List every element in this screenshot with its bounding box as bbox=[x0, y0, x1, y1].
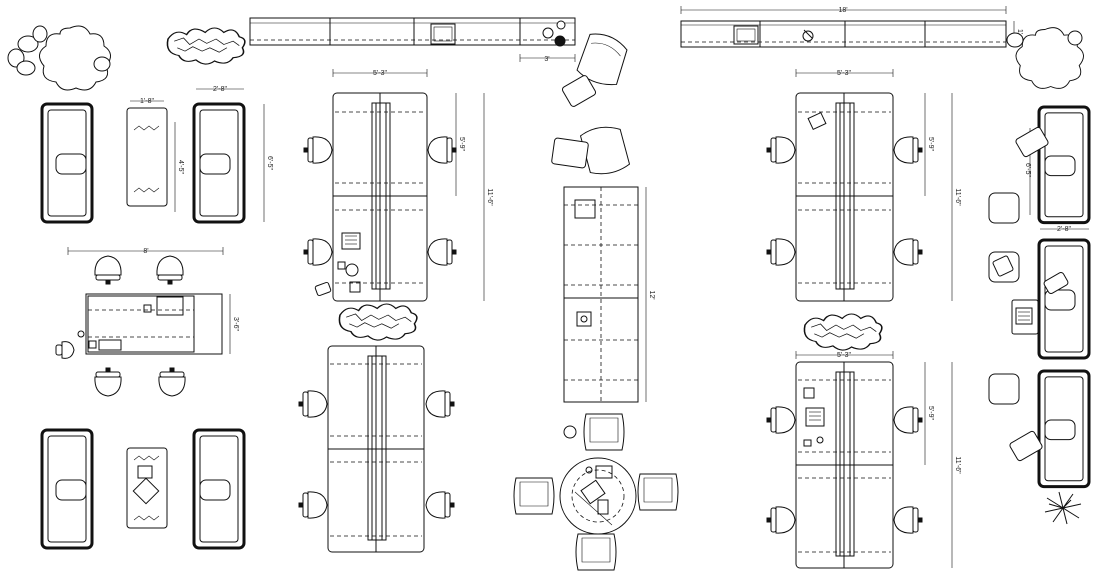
sofa-icon bbox=[1037, 369, 1091, 489]
desk-cluster-b bbox=[298, 345, 455, 553]
sofa-icon bbox=[40, 428, 94, 550]
dim-right-sofa-width: 2'-8" bbox=[1057, 226, 1071, 233]
chair-icon bbox=[303, 136, 333, 164]
round-table bbox=[513, 413, 679, 571]
dim-sofa-width: 2'-8" bbox=[213, 86, 227, 93]
tree-plant-icon bbox=[1006, 27, 1084, 89]
tree-plant-icon bbox=[7, 25, 112, 91]
dim-desk-b-pair: 5'-9" bbox=[927, 137, 934, 151]
desk-cluster-c: 5'-3" 5'-9" 11'-6" bbox=[766, 69, 961, 302]
dim-long-table-length: 12' bbox=[648, 290, 655, 299]
chair-icon bbox=[427, 136, 457, 164]
dim-right-sofa-length: 6'-5" bbox=[1024, 163, 1031, 177]
chair-icon bbox=[94, 367, 122, 397]
ottoman bbox=[561, 75, 597, 107]
coffee-table bbox=[126, 447, 168, 529]
desk-cluster-d: 5'-3" 5'-9" 11'-6" bbox=[766, 351, 961, 569]
dim-top-counter-left: 3' bbox=[544, 56, 549, 63]
planter-icon bbox=[338, 303, 418, 341]
dim-desk-a-width: 5'-3" bbox=[373, 70, 387, 77]
chair-icon bbox=[158, 367, 186, 397]
chair-icon bbox=[427, 238, 457, 266]
side-table bbox=[988, 251, 1020, 283]
chair-icon bbox=[766, 506, 796, 534]
dim-desk-c-total: 11'-6" bbox=[954, 456, 961, 474]
counter-top: 3' bbox=[249, 17, 576, 63]
long-table: 12' bbox=[563, 186, 655, 403]
chair-icon bbox=[766, 238, 796, 266]
dim-coffee-table-length: 4'-5" bbox=[177, 160, 184, 174]
chair-icon bbox=[893, 406, 923, 434]
ottoman bbox=[551, 137, 589, 169]
planter-icon bbox=[803, 313, 883, 351]
sofa-icon bbox=[192, 428, 246, 550]
side-pillow bbox=[1009, 430, 1043, 462]
dim-desk-c-width: 5'-3" bbox=[837, 352, 851, 359]
chair-icon bbox=[637, 473, 679, 511]
side-table bbox=[988, 192, 1020, 224]
sofa-icon bbox=[1037, 238, 1091, 360]
counter-top-right: 18' 1'-4" bbox=[680, 6, 1023, 48]
sofa-icon bbox=[40, 102, 94, 224]
side-pillow bbox=[1015, 126, 1049, 158]
chair-icon bbox=[298, 390, 328, 418]
chair-icon bbox=[583, 413, 625, 451]
chair-icon bbox=[156, 255, 184, 285]
lounge-chair bbox=[579, 126, 631, 175]
coffee-table: 1'-8" 4'-5" bbox=[126, 98, 184, 212]
chair-icon bbox=[575, 533, 617, 571]
sofa-icon bbox=[1037, 105, 1091, 225]
chair-icon bbox=[893, 136, 923, 164]
chair-icon bbox=[893, 506, 923, 534]
chair-icon bbox=[766, 406, 796, 434]
side-table bbox=[1011, 299, 1039, 335]
phone-icon bbox=[802, 29, 814, 42]
chair-icon bbox=[425, 491, 455, 519]
planter-icon bbox=[1044, 491, 1082, 525]
sofa-icon bbox=[192, 102, 246, 224]
chair-icon bbox=[513, 477, 555, 515]
chair-icon bbox=[55, 341, 75, 359]
chair-icon bbox=[303, 238, 333, 266]
dim-desk-a-total: 11'-6" bbox=[486, 188, 493, 206]
desk-cluster-a: 5'-3" 5'-9" 11'-6" bbox=[303, 69, 493, 302]
dim-desk-b-width: 5'-3" bbox=[837, 70, 851, 77]
dim-desk-a-pair: 5'-9" bbox=[458, 137, 465, 151]
side-table bbox=[988, 373, 1020, 405]
dim-coffee-table-width: 1'-8" bbox=[140, 98, 154, 105]
chair-icon bbox=[766, 136, 796, 164]
conference-table: 8' 3'-6" bbox=[55, 247, 239, 397]
chair-icon bbox=[893, 238, 923, 266]
dim-desk-c-pair: 5'-9" bbox=[927, 406, 934, 420]
chair-icon bbox=[298, 491, 328, 519]
dim-desk-b-total: 11'-6" bbox=[954, 188, 961, 206]
chair-icon bbox=[425, 390, 455, 418]
phone-icon bbox=[542, 20, 566, 47]
dim-sofa-length: 6'-5" bbox=[266, 156, 273, 170]
dim-conf-table-width: 8' bbox=[143, 248, 148, 255]
dim-top-counter-right: 18' bbox=[838, 7, 847, 14]
dim-conf-table-depth: 3'-6" bbox=[232, 317, 239, 331]
sofa-dims: 2'-8" 6'-5" bbox=[196, 86, 273, 222]
chair-icon bbox=[94, 255, 122, 285]
planter-icon bbox=[166, 27, 246, 65]
side-pillow bbox=[1043, 272, 1069, 294]
